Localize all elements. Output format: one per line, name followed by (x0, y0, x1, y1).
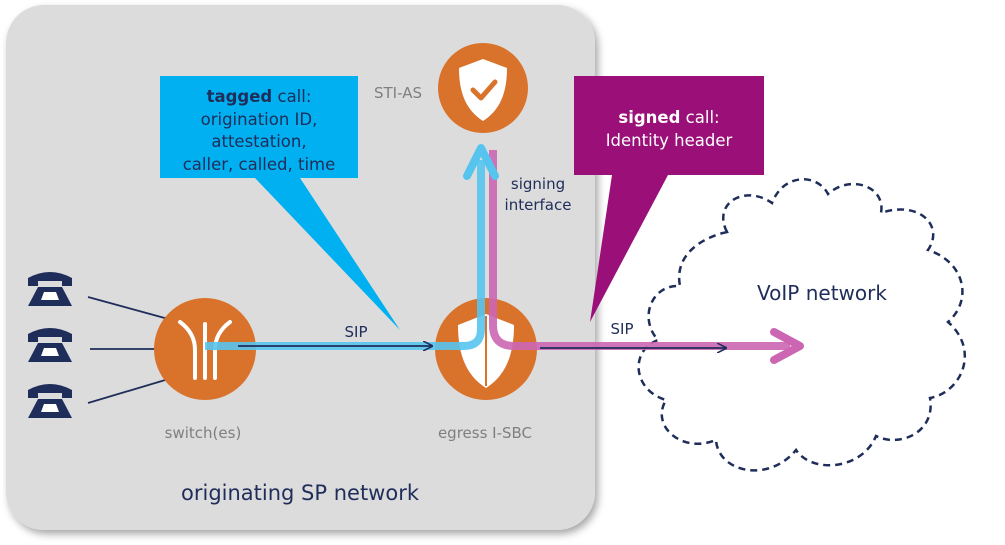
sip-external-label: SIP (611, 320, 634, 338)
signed-arrowhead (770, 328, 804, 364)
tagged-call-callout: tagged call: origination ID, attestation… (160, 76, 400, 330)
phone-icon (28, 328, 72, 362)
sip-internal-label: SIP (345, 323, 368, 341)
voip-network-cloud: VoIP network (637, 178, 967, 472)
originating-network-area (6, 5, 595, 530)
signed-bold: signed (618, 108, 680, 127)
signing-interface-label-1: signing (511, 175, 565, 193)
tagged-line3: attestation, (211, 132, 306, 151)
tagged-bold: tagged (207, 87, 273, 106)
svg-text:tagged call:: tagged call: (207, 87, 312, 106)
phone-line-3 (87, 377, 173, 404)
signed-call-callout: signed call: Identity header (574, 76, 764, 322)
tagged-arrowhead (463, 144, 499, 180)
svg-text:signed call:: signed call: (618, 108, 719, 127)
sbc-label: egress I-SBC (438, 424, 532, 442)
originating-network-label: originating SP network (181, 481, 420, 505)
shield-check-icon (459, 59, 507, 121)
tagged-call-path (205, 160, 485, 350)
tagged-line2: origination ID, (201, 110, 318, 129)
phone-line-1 (87, 296, 173, 321)
tagged-line4: caller, called, time (183, 155, 336, 174)
sti-as-label: STI-AS (374, 84, 422, 102)
voip-network-label: VoIP network (757, 281, 887, 305)
switch-label: switch(es) (165, 424, 242, 442)
signed-line2: Identity header (606, 131, 733, 150)
shield-icon (458, 314, 514, 388)
signing-interface-label-2: interface (505, 196, 572, 214)
signed-rest: call: (680, 108, 719, 127)
tagged-rest: call: (272, 87, 311, 106)
signed-call-path (489, 150, 790, 350)
phone-icon (28, 384, 72, 418)
phone-icon (28, 272, 72, 306)
